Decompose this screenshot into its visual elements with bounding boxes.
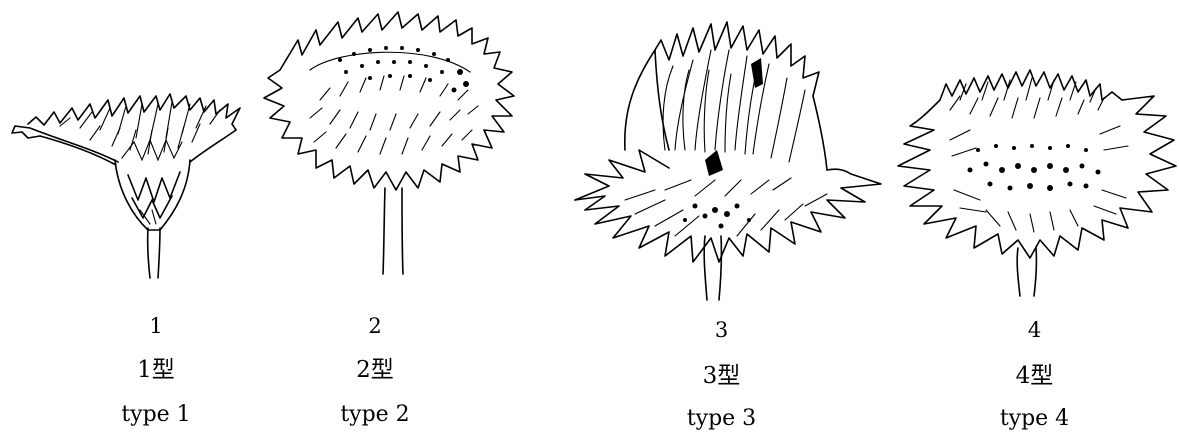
figure-label-en-2: type 2 <box>340 402 410 427</box>
figure-type-4: 4 4型 type 4 <box>890 0 1179 436</box>
flower-head-type-3-icon <box>574 21 882 301</box>
figure-label-zh-1: 1型 <box>137 357 175 383</box>
figure-type-1: 1 1型 type 1 <box>0 0 260 436</box>
flower-head-type-2-icon <box>263 11 515 275</box>
figure-label-zh-3: 3型 <box>702 363 741 389</box>
figure-number-1: 1 <box>149 314 163 338</box>
figure-label-en-1: type 1 <box>121 402 191 427</box>
figure-type-2: 2 2型 type 2 <box>250 0 520 436</box>
flower-head-type-4-icon <box>897 69 1177 297</box>
figure-type-3: 3 3型 type 3 <box>565 0 890 436</box>
figure-label-zh-2: 2型 <box>356 357 394 383</box>
figure-number-2: 2 <box>368 314 382 338</box>
figure-label-en-3: type 3 <box>686 406 757 431</box>
figure-label-en-4: type 4 <box>999 406 1070 431</box>
figure-number-3: 3 <box>714 318 729 342</box>
figure-label-zh-4: 4型 <box>1015 363 1054 389</box>
figure-number-4: 4 <box>1027 318 1042 342</box>
flower-head-type-1-icon <box>11 93 241 279</box>
